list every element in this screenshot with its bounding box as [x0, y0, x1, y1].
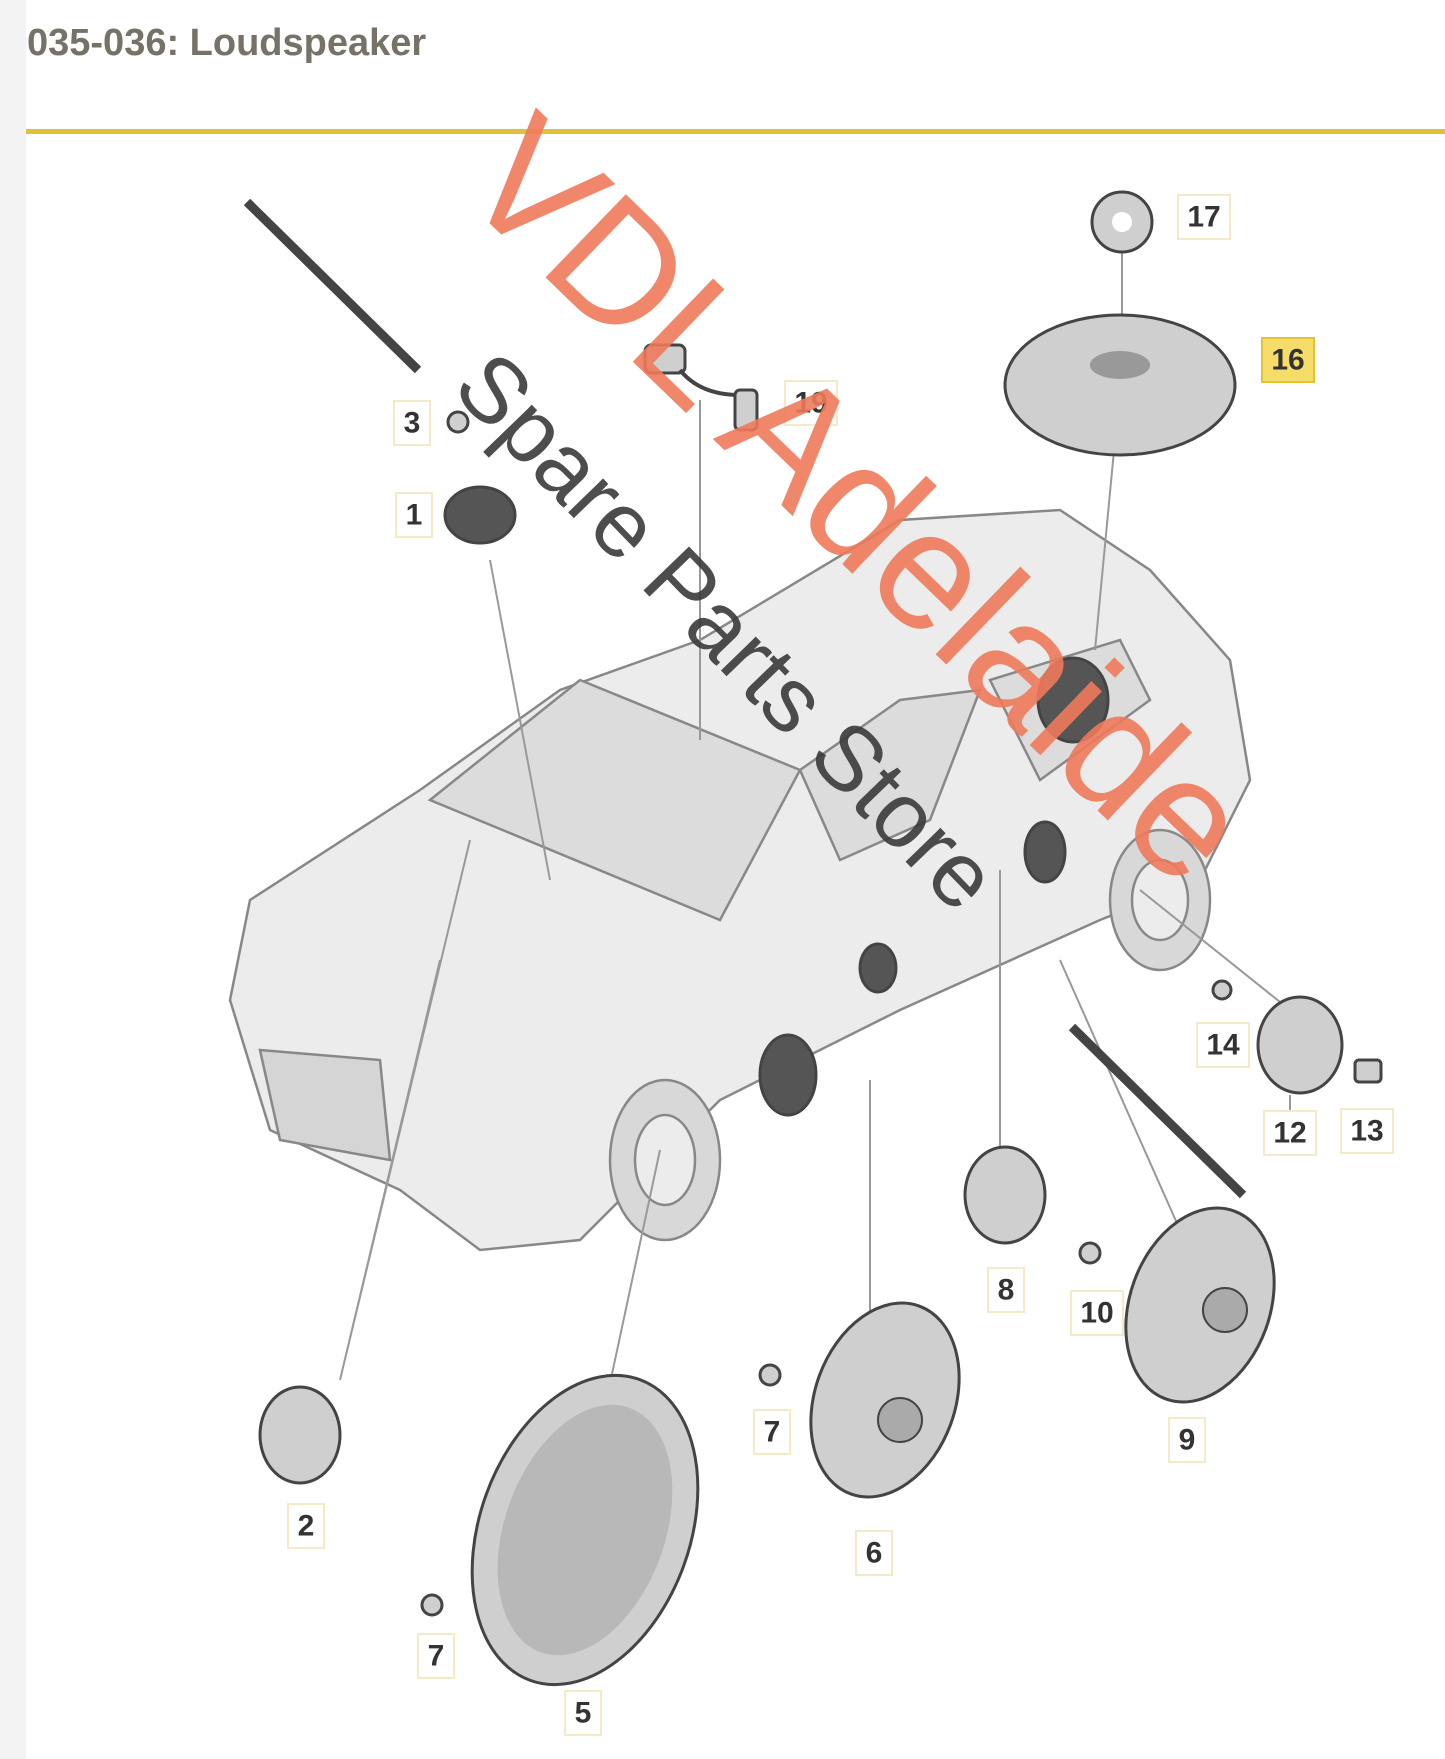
- callout-box: [395, 492, 433, 538]
- callout-number: 1: [406, 499, 423, 532]
- callout-number: 12: [1273, 1117, 1306, 1150]
- part-16-subwoofer[interactable]: [1003, 313, 1237, 457]
- part-19-wiring[interactable]: [643, 343, 759, 432]
- callout-9[interactable]: 9: [1168, 1417, 1206, 1463]
- part-7b-screw[interactable]: [420, 1593, 444, 1617]
- callout-box: [1263, 1110, 1317, 1156]
- callout-box: [1340, 1108, 1394, 1154]
- callout-box: [1261, 337, 1315, 383]
- part-6-speaker[interactable]: [785, 1282, 985, 1518]
- callout-number: 8: [998, 1274, 1015, 1307]
- callout-box: [855, 1530, 893, 1576]
- callout-box: [753, 1409, 791, 1455]
- callout-number: 2: [298, 1510, 315, 1543]
- callout-7b[interactable]: 7: [417, 1633, 455, 1679]
- callout-12[interactable]: 12: [1263, 1110, 1317, 1156]
- part-13-clip[interactable]: [1353, 1058, 1383, 1084]
- page-title: 035-036: Loudspeaker: [27, 22, 427, 64]
- callout-number: 16: [1271, 344, 1304, 377]
- part-14-screw[interactable]: [1211, 979, 1233, 1001]
- callout-box: [1070, 1290, 1124, 1336]
- callout-number: 14: [1206, 1029, 1240, 1062]
- part-2-tweeter[interactable]: [258, 1385, 342, 1485]
- callout-box: [564, 1690, 602, 1736]
- title-divider: [26, 129, 1445, 134]
- callout-number: 17: [1187, 201, 1220, 234]
- part-7a-screw[interactable]: [758, 1363, 782, 1387]
- callout-17[interactable]: 17: [1177, 194, 1231, 240]
- callout-7a[interactable]: 7: [753, 1409, 791, 1455]
- callout-number: 10: [1080, 1297, 1113, 1330]
- callout-number: 13: [1350, 1115, 1383, 1148]
- callout-box: [987, 1267, 1025, 1313]
- car-illustration: [228, 508, 1252, 1252]
- watermark-stroke: [243, 198, 422, 374]
- callout-1[interactable]: 1: [395, 492, 433, 538]
- callout-box: [393, 400, 431, 446]
- part-12-speaker[interactable]: [1256, 995, 1344, 1095]
- leader-lines: [339, 250, 1291, 1431]
- callout-box: [287, 1503, 325, 1549]
- callout-3[interactable]: 3: [393, 400, 431, 446]
- callout-8[interactable]: 8: [987, 1267, 1025, 1313]
- callout-box: [1168, 1417, 1206, 1463]
- callout-box: [1177, 194, 1231, 240]
- part-10-screw[interactable]: [1078, 1241, 1102, 1265]
- part-3-screw[interactable]: [446, 410, 470, 434]
- callout-number: 3: [404, 407, 421, 440]
- callout-19[interactable]: 19: [784, 380, 838, 426]
- callout-number: 5: [575, 1697, 592, 1730]
- callout-2[interactable]: 2: [287, 1503, 325, 1549]
- callout-13[interactable]: 13: [1340, 1108, 1394, 1154]
- callout-box: [784, 380, 838, 426]
- callout-box: [1196, 1022, 1250, 1068]
- callout-10[interactable]: 10: [1070, 1290, 1124, 1336]
- part-8-tweeter[interactable]: [963, 1145, 1047, 1245]
- callout-labels: 17 16 19 3 1 14 12 13 8 10 9 7 6 2 7 5: [287, 194, 1394, 1736]
- callout-number: 19: [794, 387, 827, 420]
- part-17-tweeter[interactable]: [1090, 190, 1154, 254]
- callout-box: [417, 1633, 455, 1679]
- callout-16[interactable]: 16: [1261, 337, 1315, 383]
- callout-14[interactable]: 14: [1196, 1022, 1250, 1068]
- callout-number: 6: [866, 1537, 883, 1570]
- part-1-tweeter[interactable]: [443, 485, 517, 545]
- callout-number: 7: [428, 1640, 445, 1673]
- callout-number: 9: [1179, 1424, 1196, 1457]
- callout-6[interactable]: 6: [855, 1530, 893, 1576]
- callout-number: 7: [764, 1416, 781, 1449]
- part-9-speaker[interactable]: [1100, 1187, 1300, 1423]
- part-5-woofer[interactable]: [432, 1344, 739, 1717]
- callout-5[interactable]: 5: [564, 1690, 602, 1736]
- watermark-stroke: [1068, 1023, 1247, 1199]
